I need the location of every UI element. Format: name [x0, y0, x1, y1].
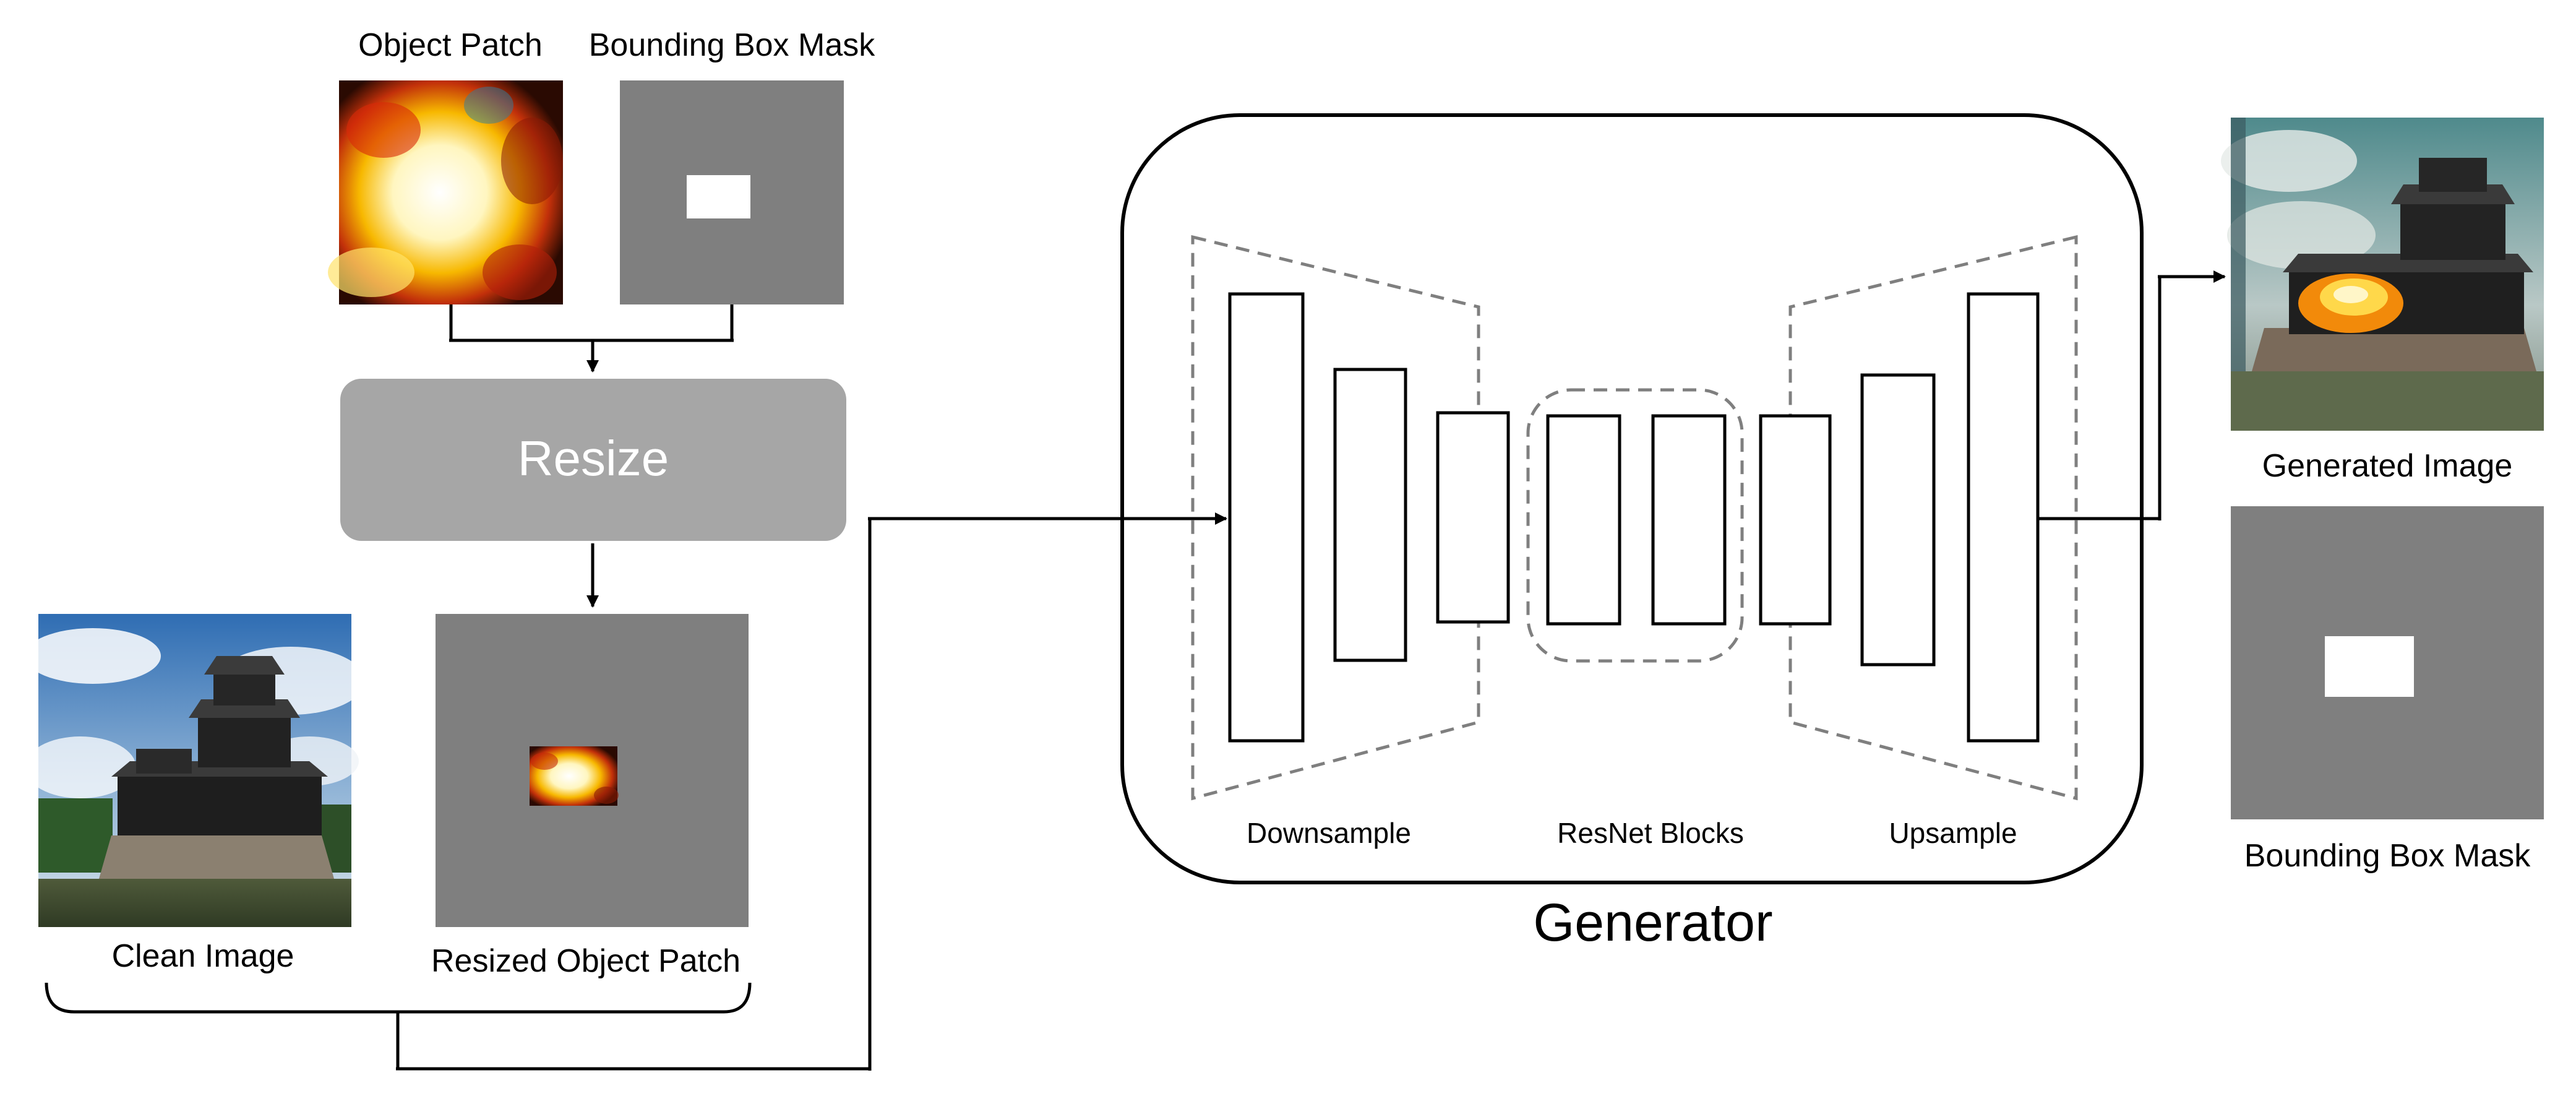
bbox-mask-top-label: Bounding Box Mask [589, 27, 875, 63]
upsample-layer-2 [1860, 373, 1936, 667]
output-connector [2038, 270, 2226, 520]
generated-image-label: Generated Image [2262, 448, 2513, 484]
resized-object-patch-label: Resized Object Patch [431, 943, 741, 979]
object-patch-label: Object Patch [358, 27, 543, 63]
downsample-layer-2 [1333, 368, 1407, 662]
resize-label: Resize [518, 431, 669, 486]
merge-connector-top [449, 304, 734, 373]
bbox-mask-top-image [620, 80, 844, 304]
clean-image-label: Clean Image [112, 938, 294, 974]
upsample-layer-1 [1759, 414, 1832, 626]
upsample-layer-3 [1967, 292, 2040, 743]
clean-image [25, 614, 365, 927]
input-bracket-connector [45, 512, 1227, 1071]
bbox-mask-bottom-label: Bounding Box Mask [2244, 838, 2531, 874]
resnet-blocks-outline [1526, 388, 1744, 663]
downsample-outline [1191, 235, 1480, 801]
upsample-label: Upsample [1889, 817, 2017, 849]
generator-label: Generator [1533, 893, 1772, 952]
upsample-outline [1788, 235, 2078, 801]
downsample-layer-3 [1436, 411, 1510, 624]
resize-box: Resize [340, 379, 846, 541]
generated-image [2221, 118, 2544, 431]
resized-object-patch-image [436, 614, 749, 927]
object-patch-image [328, 80, 563, 304]
resnet-block-1 [1546, 414, 1621, 626]
generator-container [1120, 113, 2144, 884]
resnet-block-2 [1651, 414, 1727, 626]
bbox-mask-bottom-image [2231, 506, 2544, 819]
downsample-label: Downsample [1247, 817, 1411, 849]
downsample-layer-1 [1228, 292, 1305, 743]
resnet-blocks-label: ResNet Blocks [1557, 817, 1744, 849]
